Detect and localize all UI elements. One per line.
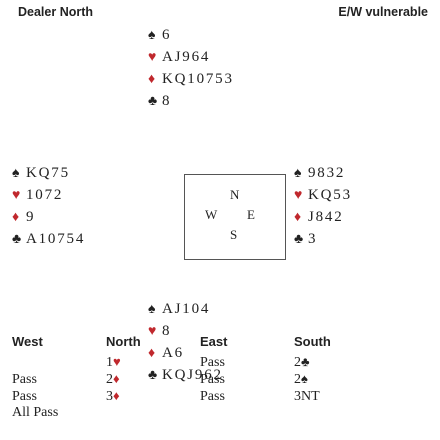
south-clubs-line: ♣ KQJ962 <box>148 364 223 386</box>
west-hearts-cards: 1072 <box>26 187 64 203</box>
west-diamonds-cards: 9 <box>26 209 36 225</box>
auction-row: Pass 3♦ Pass 3NT <box>12 388 374 405</box>
south-diamonds-cards: A6 <box>162 345 184 361</box>
south-spades-cards: AJ104 <box>162 301 211 317</box>
auction-bid: 2♠ <box>294 371 308 387</box>
auction-bid: Pass <box>200 371 225 387</box>
diamond-icon: ♦ <box>294 210 302 225</box>
east-diamonds-cards: J842 <box>308 209 344 225</box>
auction-row: 1♥ Pass 2♣ <box>12 354 374 371</box>
diamond-icon: ♦ <box>148 346 156 361</box>
north-hand: ♠6♥AJ964♦KQ10753♣8 <box>148 24 234 112</box>
auction-bid <box>194 405 286 421</box>
north-clubs-cards: 8 <box>162 93 172 109</box>
auction-bid: Pass <box>12 388 37 404</box>
compass-east: E <box>247 207 255 222</box>
auction-bid: 1♥ <box>106 354 121 370</box>
north-spades-cards: 6 <box>162 27 172 43</box>
club-icon: ♣ <box>148 94 158 109</box>
bid-suit-icon: ♣ <box>301 354 310 369</box>
spade-icon: ♠ <box>294 166 302 181</box>
diamond-icon: ♦ <box>12 210 20 225</box>
north-hearts-cards: AJ964 <box>162 49 211 65</box>
east-spades-cards: 9832 <box>308 165 346 181</box>
bid-suit-icon: ♠ <box>301 371 308 386</box>
south-hearts-line: ♥8 <box>148 320 223 342</box>
west-spades-cards: KQ75 <box>26 165 70 181</box>
north-spades-line: ♠6 <box>148 24 234 46</box>
auction-bid <box>12 354 100 371</box>
diamond-icon: ♦ <box>148 72 156 87</box>
south-clubs-cards: KQJ962 <box>162 367 223 383</box>
vulnerability-label: E/W vulnerable <box>338 5 428 19</box>
dealer-label: Dealer North <box>18 5 94 19</box>
east-hand: ♠9832♥KQ53♦J842♣3 <box>294 162 352 250</box>
west-hand: ♠KQ75♥1072♦9♣A10754 <box>12 162 85 250</box>
auction-header-row: West North East South <box>12 334 374 354</box>
north-diamonds-cards: KQ10753 <box>162 71 234 87</box>
heart-icon: ♥ <box>148 324 157 339</box>
auction-row: All Pass <box>12 405 374 421</box>
bid-suit-icon: ♦ <box>113 371 120 386</box>
west-hearts-line: ♥ 1072 <box>12 184 85 206</box>
auction-bid: 3♦ <box>106 388 120 404</box>
compass-west: W <box>205 207 218 222</box>
east-diamonds-line: ♦ J842 <box>294 206 352 228</box>
auction-bid: All Pass <box>12 405 59 420</box>
compass-south: S <box>230 227 238 242</box>
west-spades-line: ♠ KQ75 <box>12 162 85 184</box>
compass-north: N <box>230 187 240 202</box>
spade-icon: ♠ <box>12 166 20 181</box>
east-hearts-line: ♥ KQ53 <box>294 184 352 206</box>
auction-row: Pass 2♦ Pass 2♠ <box>12 371 374 388</box>
east-hearts-cards: KQ53 <box>308 187 352 203</box>
east-spades-line: ♠ 9832 <box>294 162 352 184</box>
spade-icon: ♠ <box>148 302 156 317</box>
auction-bid: 2♣ <box>294 354 310 370</box>
auction-header-west: West <box>12 334 43 349</box>
club-icon: ♣ <box>294 232 304 247</box>
bid-suit-icon: ♥ <box>113 354 121 369</box>
east-clubs-cards: 3 <box>308 231 318 247</box>
auction-bid: 2♦ <box>106 371 120 387</box>
north-hearts-line: ♥ AJ964 <box>148 46 234 68</box>
auction-bid: Pass <box>200 354 225 370</box>
west-clubs-cards: A10754 <box>26 231 86 247</box>
auction-bid <box>286 405 374 421</box>
auction-bid: 3NT <box>294 388 320 404</box>
club-icon: ♣ <box>148 368 158 383</box>
auction-header-east: East <box>200 334 228 349</box>
compass-box: N W E S <box>184 174 286 260</box>
auction-bid: Pass <box>200 388 225 404</box>
auction-header-north: North <box>106 334 141 349</box>
west-clubs-line: ♣ A10754 <box>12 228 85 250</box>
auction-bid: Pass <box>12 371 37 387</box>
bid-suit-icon: ♦ <box>113 388 120 403</box>
heart-icon: ♥ <box>148 50 157 65</box>
south-diamonds-line: ♦ A6 <box>148 342 223 364</box>
heart-icon: ♥ <box>12 188 21 203</box>
spade-icon: ♠ <box>148 28 156 43</box>
auction-header-south: South <box>294 334 331 349</box>
heart-icon: ♥ <box>294 188 303 203</box>
east-clubs-line: ♣3 <box>294 228 352 250</box>
south-hand: ♠AJ104♥8♦A6♣KQJ962 <box>148 298 223 386</box>
club-icon: ♣ <box>12 232 22 247</box>
auction-bid <box>100 405 194 421</box>
west-diamonds-line: ♦9 <box>12 206 85 228</box>
north-diamonds-line: ♦ KQ10753 <box>148 68 234 90</box>
south-hearts-cards: 8 <box>162 323 172 339</box>
south-spades-line: ♠ AJ104 <box>148 298 223 320</box>
north-clubs-line: ♣8 <box>148 90 234 112</box>
